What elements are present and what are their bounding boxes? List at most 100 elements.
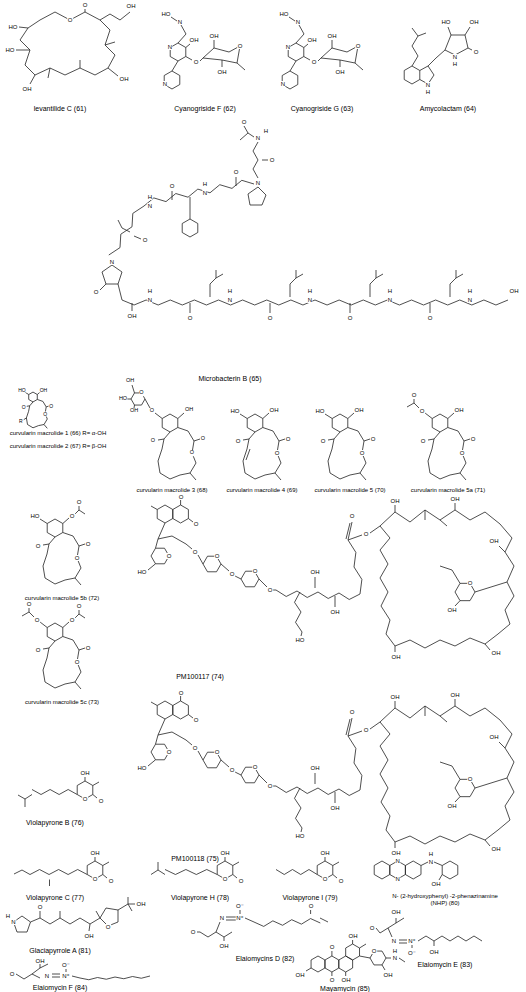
atom-label: N bbox=[285, 44, 290, 50]
bond-line bbox=[455, 699, 456, 706]
bond-line bbox=[348, 736, 362, 790]
atom-label: H bbox=[227, 288, 232, 294]
bond-line bbox=[276, 590, 360, 599]
atom-label: OH bbox=[330, 609, 340, 615]
bond-line bbox=[412, 945, 413, 948]
compound-name: Glaciapyrrole A (81) bbox=[29, 947, 91, 954]
atom-label: O bbox=[470, 436, 476, 442]
bond-line bbox=[43, 648, 49, 649]
bond-line bbox=[233, 862, 239, 866]
atom-label: O bbox=[85, 645, 91, 651]
atom-label: O bbox=[76, 603, 82, 609]
atom-label: HO bbox=[118, 396, 127, 402]
atom-label: O bbox=[371, 948, 377, 954]
atom-label: HO bbox=[230, 408, 240, 414]
structure-group bbox=[148, 500, 514, 652]
bond-line bbox=[301, 632, 302, 636]
atom-label: O bbox=[347, 315, 353, 321]
atom-label: O bbox=[82, 796, 88, 802]
bond-line bbox=[485, 644, 490, 650]
atom-label: O bbox=[26, 601, 32, 607]
atom-label: OH bbox=[90, 850, 100, 856]
bond-line bbox=[178, 413, 184, 419]
atom-label: O bbox=[235, 438, 241, 444]
atom-label: O bbox=[193, 521, 199, 527]
bond-line bbox=[331, 972, 332, 976]
bond-line bbox=[434, 862, 442, 866]
bond-line bbox=[79, 544, 85, 546]
bond-line bbox=[345, 972, 346, 976]
bond-line bbox=[171, 17, 177, 21]
bond-line bbox=[421, 862, 428, 866]
bond-line bbox=[355, 63, 363, 70]
atom-label: O bbox=[187, 315, 193, 321]
bond-line bbox=[380, 706, 514, 844]
bond-line bbox=[103, 875, 107, 879]
atom-label: O bbox=[74, 555, 80, 561]
bond-line bbox=[370, 270, 383, 297]
bond-line bbox=[333, 875, 337, 879]
bond-line bbox=[248, 187, 266, 205]
bond-line bbox=[151, 862, 165, 875]
bond-line bbox=[40, 519, 47, 524]
bond-line bbox=[328, 428, 366, 480]
atom-label: O bbox=[190, 929, 196, 935]
bond-line bbox=[340, 60, 341, 67]
atom-label: O bbox=[473, 49, 479, 55]
atom-label: N bbox=[395, 876, 400, 882]
bond-line bbox=[333, 862, 339, 866]
atom-label: OH bbox=[327, 33, 337, 39]
bond-line bbox=[499, 546, 505, 552]
atom-label: HO bbox=[18, 388, 27, 393]
bond-line bbox=[350, 303, 351, 313]
atom-label: O bbox=[21, 404, 26, 409]
atom-label: N bbox=[307, 297, 312, 303]
bond-line bbox=[190, 197, 191, 219]
atom-label: N⁺ bbox=[62, 973, 71, 979]
atom-label: N⁺ bbox=[408, 938, 417, 944]
atom-label: O bbox=[467, 776, 473, 782]
atom-label: OH bbox=[454, 407, 464, 413]
bond-line bbox=[399, 958, 405, 962]
atom-label: OH bbox=[209, 33, 219, 39]
atom-label: O bbox=[267, 587, 273, 593]
bond-line bbox=[304, 44, 308, 48]
bond-line bbox=[428, 50, 445, 66]
atom-label: N bbox=[428, 859, 433, 865]
atom-label: O bbox=[222, 876, 228, 882]
atom-label: H bbox=[202, 181, 207, 187]
atom-label: OH bbox=[307, 37, 317, 43]
atom-label: OH bbox=[22, 86, 32, 92]
bond-line bbox=[499, 742, 505, 748]
bond-line bbox=[425, 510, 447, 526]
atom-label: O bbox=[311, 59, 317, 65]
compound-name: Elaiomycin F (84) bbox=[32, 984, 87, 991]
atom-label: O bbox=[69, 617, 75, 623]
bond-line bbox=[376, 918, 404, 937]
atom-label: O bbox=[338, 878, 344, 884]
atom-label: O bbox=[108, 878, 114, 884]
bond-line bbox=[100, 284, 106, 290]
bond-line bbox=[186, 57, 192, 61]
bond-line bbox=[430, 303, 431, 313]
bond-line bbox=[465, 27, 470, 35]
atom-label: OH bbox=[39, 387, 48, 392]
atom-label: OH bbox=[126, 3, 136, 9]
compound-name: curvularin macrolide 2 (67) R= β-OH bbox=[9, 443, 107, 449]
bond-line bbox=[172, 61, 178, 71]
atom-label: N bbox=[202, 190, 207, 196]
bond-line bbox=[301, 828, 302, 832]
atom-label: O bbox=[74, 659, 80, 665]
bond-line bbox=[279, 439, 285, 441]
bond-line bbox=[226, 917, 236, 920]
bond-line bbox=[19, 27, 28, 28]
bond-line bbox=[455, 797, 460, 802]
atom-label: HO bbox=[8, 24, 18, 30]
atom-label: O bbox=[150, 438, 155, 444]
bond-line bbox=[49, 880, 50, 887]
atom-label: OH bbox=[491, 650, 501, 656]
atom-label: OH bbox=[129, 408, 138, 414]
bond-line bbox=[158, 439, 164, 440]
bond-line bbox=[439, 875, 442, 881]
atom-label: OH bbox=[447, 803, 457, 809]
